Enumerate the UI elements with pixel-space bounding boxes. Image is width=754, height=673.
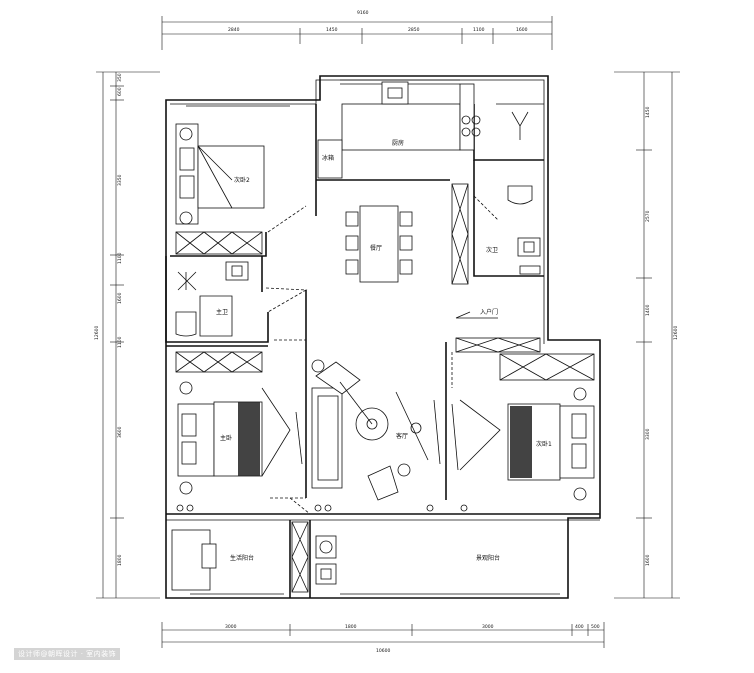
bedroom-2: 次卧2 xyxy=(175,123,265,255)
lamp-icon xyxy=(179,211,193,225)
dim-bottom-seg: 3000 xyxy=(482,624,494,630)
hanger-icon xyxy=(511,111,529,140)
guest-bath: 次卫 xyxy=(486,185,541,275)
sink xyxy=(381,81,409,105)
bedroom-1: 次卧1 xyxy=(451,353,595,501)
lamp-icon xyxy=(311,359,325,373)
sink xyxy=(517,237,541,257)
dining-table xyxy=(359,205,399,283)
dim-left-seg: 1100 xyxy=(117,336,123,348)
dimension-top: 9160 2840 1450 2850 1100 1600 xyxy=(161,10,553,50)
dim-right-seg: 2570 xyxy=(645,210,651,222)
lamp-icon xyxy=(179,127,193,141)
dimension-left: 12600 350 600 3350 1100 1600 1100 3600 1… xyxy=(94,71,160,599)
arrow-left-icon xyxy=(455,311,498,319)
master-bath: 主卫 xyxy=(175,261,249,337)
dim-right-seg: 3300 xyxy=(645,428,651,440)
cabinet xyxy=(175,231,263,255)
dim-top-seg: 2850 xyxy=(408,27,420,33)
room-label-living-balcony: 景观阳台 xyxy=(476,554,500,562)
washing-machine xyxy=(315,535,337,559)
dim-left-seg: 1600 xyxy=(117,292,123,304)
stove-burner-icon xyxy=(471,115,481,125)
room-label-bedroom-1: 次卧1 xyxy=(536,440,552,448)
dim-left-seg: 3600 xyxy=(117,426,123,438)
lamp-icon xyxy=(179,381,193,395)
dim-right-seg: 1450 xyxy=(645,106,651,118)
wardrobe xyxy=(499,353,595,381)
entrance: 入户门 xyxy=(455,308,541,353)
chair xyxy=(345,235,359,251)
toilet-icon xyxy=(507,185,533,205)
dim-left-total: 12600 xyxy=(94,326,100,340)
shower-icon xyxy=(177,271,197,291)
dim-top-seg: 1100 xyxy=(473,27,485,33)
chair xyxy=(399,235,413,251)
stove-burner-icon xyxy=(471,127,481,137)
dim-top-seg: 1450 xyxy=(326,27,338,33)
room-label-entrance: 入户门 xyxy=(480,308,498,316)
living-room: 客厅 xyxy=(311,359,441,501)
dim-bottom-seg: 500 xyxy=(591,624,600,630)
room-label-master-bedroom: 主卧 xyxy=(220,434,232,442)
dimension-bottom: 3000 1800 3000 400 500 10600 xyxy=(161,622,605,654)
doors xyxy=(265,195,499,515)
sink xyxy=(315,563,337,585)
room-label-fridge: 冰箱 xyxy=(322,154,334,162)
master-bedroom: 主卧 xyxy=(175,351,303,495)
dim-top-seg: 1600 xyxy=(516,27,528,33)
chair xyxy=(345,211,359,227)
dim-left-seg: 3350 xyxy=(117,174,123,186)
outer-walls xyxy=(165,75,601,599)
chair xyxy=(399,211,413,227)
toilet-icon xyxy=(175,311,197,337)
lamp-icon xyxy=(397,463,411,477)
dim-bottom-seg: 3000 xyxy=(225,624,237,630)
room-label-living: 客厅 xyxy=(396,432,408,440)
wardrobe xyxy=(175,351,263,373)
room-label-guest-bath: 次卫 xyxy=(486,246,498,254)
dim-bottom-total: 10600 xyxy=(376,648,390,654)
wardrobe xyxy=(175,123,199,225)
room-label-laundry-balcony: 生活阳台 xyxy=(230,554,254,562)
dim-right-seg: 1400 xyxy=(645,304,651,316)
dim-right-seg: 1600 xyxy=(645,554,651,566)
dimension-right: 12600 1450 2570 1400 3300 1600 xyxy=(614,71,680,599)
lamp-icon xyxy=(573,487,587,501)
armchair xyxy=(315,361,361,395)
bed xyxy=(197,145,265,209)
chair xyxy=(399,259,413,275)
dim-left-seg: 1800 xyxy=(117,554,123,566)
balconies: 生活阳台 景观阳台 xyxy=(171,504,500,593)
room-label-bedroom-2: 次卧2 xyxy=(234,176,250,184)
fridge xyxy=(317,139,343,179)
dim-left-seg: 600 xyxy=(117,87,123,96)
dim-top-total: 9160 xyxy=(357,10,369,16)
armchair xyxy=(367,465,399,501)
chair xyxy=(345,259,359,275)
chair xyxy=(201,543,217,569)
dim-left-seg: 1100 xyxy=(117,252,123,264)
room-label-master-bath: 主卫 xyxy=(216,308,228,316)
dim-right-total: 12600 xyxy=(673,326,679,340)
dim-left-seg: 350 xyxy=(117,73,123,82)
lamp-icon xyxy=(179,481,193,495)
dim-top-seg: 2840 xyxy=(228,27,240,33)
room-label-kitchen: 厨房 xyxy=(392,139,404,147)
sofa xyxy=(311,387,343,489)
stove-burner-icon xyxy=(461,115,471,125)
stove-burner-icon xyxy=(461,127,471,137)
kitchen: 冰箱 厨房 xyxy=(317,81,544,179)
sink xyxy=(225,261,249,281)
watermark: 设计师@朝晖设计 · 室内装饰 xyxy=(14,648,121,660)
room-label-dining: 餐厅 xyxy=(370,244,382,252)
dining-room: 餐厅 xyxy=(345,183,469,285)
dim-bottom-seg: 1800 xyxy=(345,624,357,630)
interior-walls xyxy=(165,104,600,598)
lamp-icon xyxy=(573,387,587,401)
dim-bottom-seg: 400 xyxy=(575,624,584,630)
